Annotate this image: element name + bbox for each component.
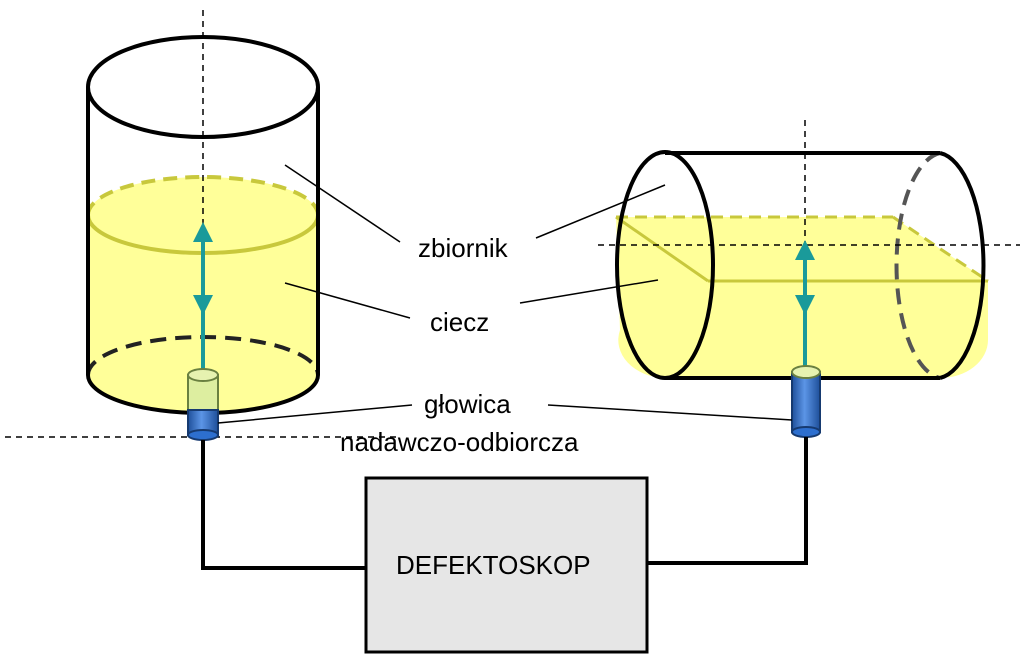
cables: [201, 437, 808, 570]
vertical-tank-surface-back: [86, 175, 320, 216]
label-tank: zbiornik: [418, 233, 509, 263]
horizontal-tank-liquid: [616, 217, 988, 378]
horizontal-tank-back-end: [894, 151, 941, 380]
horizontal-tank-front-end: [615, 150, 715, 380]
label-liquid: ciecz: [430, 307, 489, 337]
label-device: DEFEKTOSKOP: [396, 550, 591, 580]
left-probe: [187, 368, 219, 441]
right-probe: [791, 365, 821, 438]
leader-lines: [217, 164, 793, 424]
label-probe-line1: głowica: [424, 389, 511, 419]
defectoscope-box: [364, 476, 649, 654]
vertical-tank: [86, 10, 320, 440]
label-probe-line2: nadawczo-odbiorcza: [340, 427, 579, 457]
